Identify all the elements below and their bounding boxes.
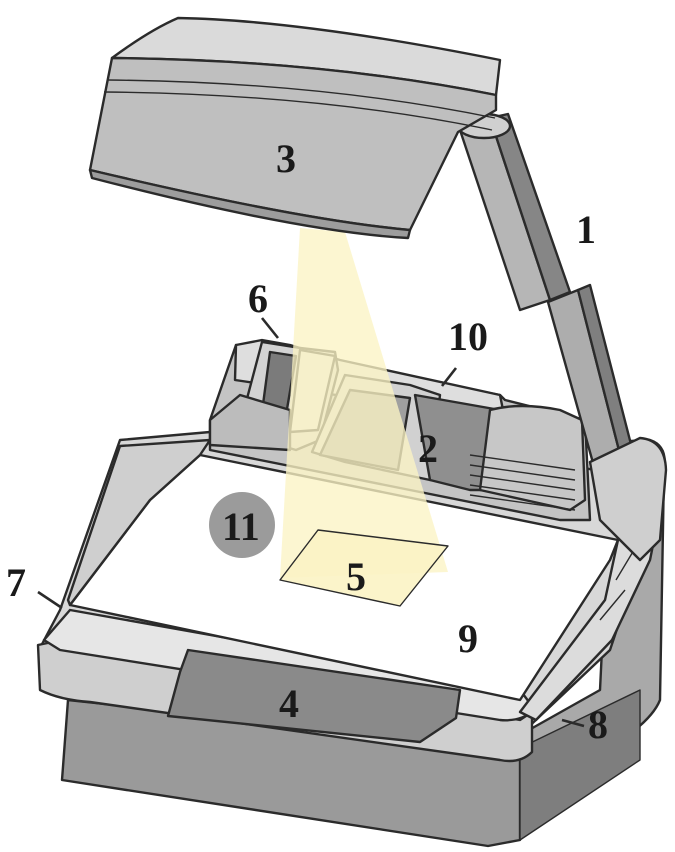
label-10: 10 (448, 314, 488, 359)
leader-line-10 (440, 367, 458, 387)
label-3: 3 (276, 136, 296, 181)
label-7: 7 (6, 560, 26, 605)
arm-pivot-housing (588, 436, 668, 562)
label-1: 1 (576, 207, 596, 252)
left-edge-lip (66, 438, 212, 607)
label-5: 5 (346, 554, 366, 599)
label-8: 8 (588, 702, 608, 747)
light-beam (280, 228, 448, 578)
marker-circle (209, 492, 275, 558)
label-9: 9 (458, 616, 478, 661)
rear-roller (478, 404, 587, 512)
base-front-skirt-shade (519, 689, 641, 841)
label-6: 6 (248, 276, 268, 321)
label-11: 11 (222, 504, 260, 549)
rear-vent-ribs (469, 454, 576, 511)
label-4: 4 (279, 681, 299, 726)
label-2: 2 (418, 426, 438, 471)
document-field (279, 529, 449, 607)
mirror-head-bottom (88, 168, 412, 240)
mirror-head-rib-1 (107, 79, 496, 119)
front-control-panel (166, 648, 462, 744)
leader-line-8 (561, 718, 585, 728)
leader-line-6 (260, 317, 280, 339)
mirror-head-rib-2 (103, 91, 493, 131)
arm-upper-face (488, 112, 572, 302)
leader-line-7 (37, 590, 63, 610)
